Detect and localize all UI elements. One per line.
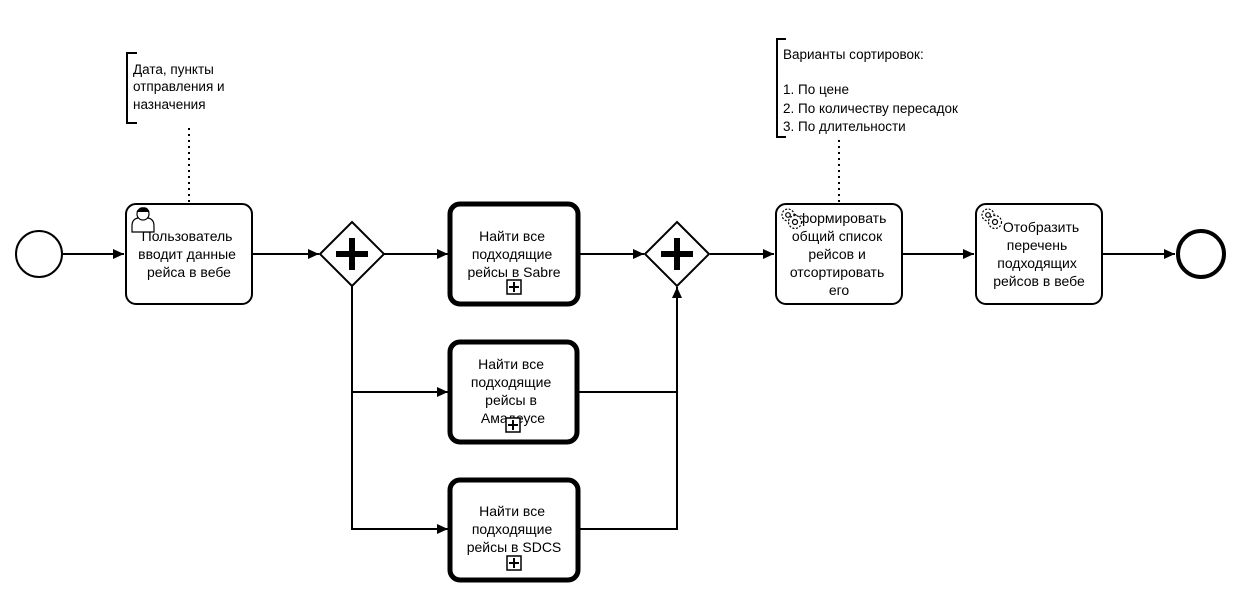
task-label: Пользователь вводит данные рейса в вебе	[138, 228, 240, 280]
collapsed-subprocess-marker-icon	[506, 555, 522, 571]
task-shape	[447, 339, 580, 445]
associations	[188, 128, 840, 203]
plus-icon	[336, 238, 368, 270]
flow-sdcs-to-join	[579, 392, 678, 530]
task-shape	[447, 201, 581, 307]
task-shape	[125, 203, 253, 305]
parallel-gateway-join[interactable]	[643, 220, 711, 288]
task-shape	[975, 203, 1103, 305]
gears-icon	[981, 208, 1003, 230]
flow-split-to-amadeus	[351, 286, 448, 397]
task-user-enters-flight-data[interactable]: Пользователь вводит данные рейса в вебе	[125, 203, 253, 305]
call-activity-find-sdcs[interactable]: Найти все подходящие рейсы в SDCS	[447, 477, 581, 583]
sequence-flows	[63, 249, 1175, 534]
plus-icon	[661, 238, 693, 270]
service-task-form-sorted-list[interactable]: Сформировать общий список рейсов и отсор…	[775, 203, 903, 305]
user-icon	[131, 207, 155, 233]
annotation-bracket	[776, 38, 786, 138]
task-label: Сформировать общий список рейсов и отсор…	[788, 210, 891, 298]
gears-icon	[781, 208, 803, 230]
annotation-text: Дата, пункты отправления и назначения	[133, 62, 228, 112]
annotation-text: Варианты сортировок: 1. По цене 2. По ко…	[783, 47, 962, 134]
text-annotation-sort-options: Варианты сортировок: 1. По цене 2. По ко…	[776, 38, 962, 138]
end-event[interactable]	[1176, 229, 1226, 279]
call-activity-find-sabre[interactable]: Найти все подходящие рейсы в Sabre	[447, 201, 581, 307]
text-annotation-input: Дата, пункты отправления и назначения	[126, 52, 228, 124]
task-label: Отобразить перечень подходящих рейсов в …	[993, 219, 1085, 289]
flow-split-to-sdcs	[351, 392, 448, 534]
call-activity-find-amadeus[interactable]: Найти все подходящие рейсы в Амадеусе	[447, 339, 580, 445]
annotation-bracket	[126, 52, 137, 124]
task-label: Найти все подходящие рейсы в SDCS	[467, 503, 562, 555]
collapsed-subprocess-marker-icon	[505, 417, 521, 433]
task-shape	[447, 477, 581, 583]
task-label: Найти все подходящие рейсы в Sabre	[467, 228, 560, 280]
collapsed-subprocess-marker-icon	[506, 279, 522, 295]
flow-amadeus-to-join	[578, 287, 682, 393]
service-task-display-flights[interactable]: Отобразить перечень подходящих рейсов в …	[975, 203, 1103, 305]
parallel-gateway-split[interactable]	[318, 220, 386, 288]
start-event[interactable]	[15, 230, 63, 278]
task-shape	[775, 203, 903, 305]
